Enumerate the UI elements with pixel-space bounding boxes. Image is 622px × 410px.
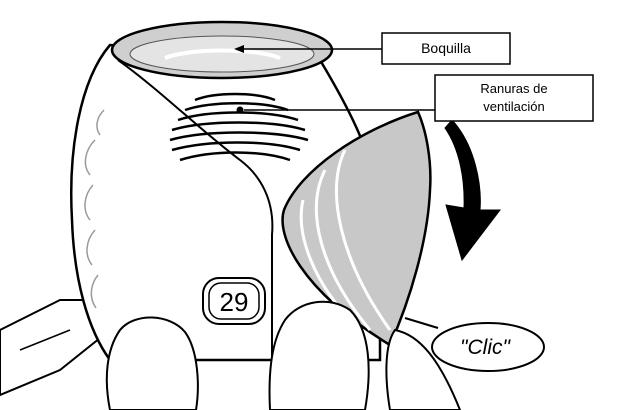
mouthpiece	[112, 22, 332, 78]
left-thumb	[107, 317, 198, 410]
dose-counter: 29	[203, 278, 265, 324]
mouthpiece-label-text: Boquilla	[421, 40, 471, 56]
vents-label-line1: Ranuras de	[480, 81, 547, 96]
counter-number: 29	[220, 287, 249, 317]
click-text: "Clic"	[460, 336, 511, 359]
rotation-arrow	[445, 120, 500, 260]
vents-label-line2: ventilación	[483, 99, 544, 114]
